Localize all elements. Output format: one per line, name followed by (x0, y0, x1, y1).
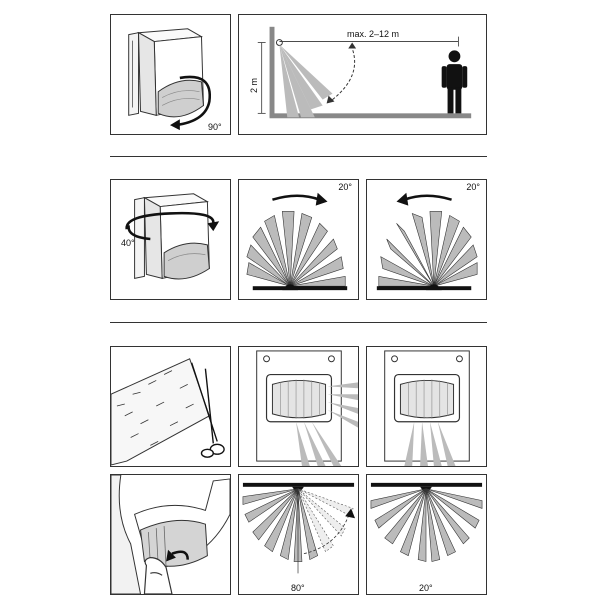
angle-right-label: 20° (338, 182, 352, 192)
panel-sensor-tilt-40: 40° (110, 179, 231, 300)
panel-fan-rotate-right: 20° (238, 179, 359, 300)
rotation-angle-label: 90° (208, 122, 222, 132)
masked-lens-center-illustration (384, 350, 470, 466)
panel-cut-lens-mask (110, 346, 231, 467)
panel-bottom-fan-20: 20° (366, 474, 487, 595)
fan-left-illustration (376, 192, 478, 291)
panel-detection-range: max. 2–12 m 2 m (238, 14, 487, 135)
panel-bottom-fan-80: 80° (238, 474, 359, 595)
angle-left-label: 20° (466, 182, 480, 192)
panel-rotate-lens-finger (110, 474, 231, 595)
mount-height-label: 2 m (249, 77, 259, 93)
sensor-tilt-illustration (125, 193, 220, 280)
max-range-label: max. 2–12 m (347, 29, 400, 39)
person-icon (441, 50, 468, 114)
scissors-icon (190, 362, 225, 458)
section-divider-2 (110, 322, 487, 323)
bottom-angle-80-label: 80° (291, 583, 305, 593)
bottom-angle-20-label: 20° (419, 583, 433, 593)
panel-masked-lens-side (238, 346, 359, 467)
fan-right-illustration (246, 192, 348, 291)
finger-rotate-illustration (111, 475, 230, 594)
range-illustration (257, 26, 472, 119)
masked-lens-side-illustration (256, 350, 358, 466)
tilt-angle-label: 40° (121, 238, 135, 248)
sensor-rotation-illustration (128, 28, 212, 131)
panel-masked-lens-center (366, 346, 487, 467)
section-divider-1 (110, 156, 487, 157)
finger-icon (143, 557, 173, 594)
bottom-fan-80-illustration (242, 482, 356, 574)
panel-fan-rotate-left: 20° (366, 179, 487, 300)
bottom-fan-20-illustration (370, 482, 483, 562)
panel-sensor-rotation-90: 90° (110, 14, 231, 135)
scissors-cut-illustration (111, 358, 225, 466)
